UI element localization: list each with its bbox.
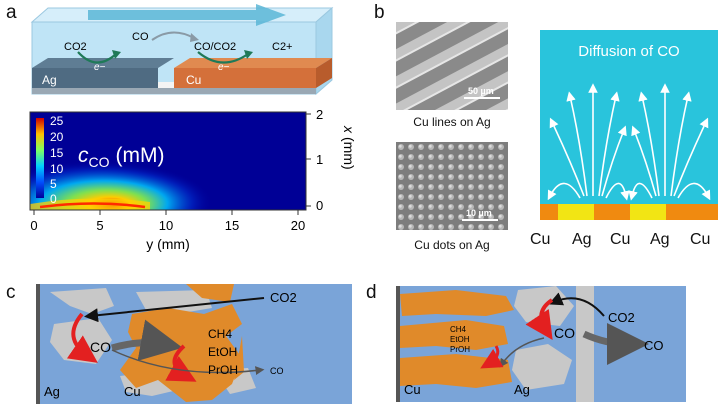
d-co-out: CO <box>644 338 664 353</box>
species-co-co2: CO/CO2 <box>194 41 236 53</box>
strip-label-cu-1: Cu <box>530 231 551 248</box>
y-tick-0: 0 <box>316 198 323 213</box>
diffusion-diagram: Diffusion of CO <box>540 30 718 220</box>
strip-cu-1 <box>540 204 558 220</box>
c-product-proh: PrOH <box>208 363 238 377</box>
x-tick-10: 10 <box>159 218 173 233</box>
sem-dots-image: 10 µm <box>396 142 508 230</box>
cbar-tick-25: 25 <box>50 114 64 128</box>
cbar-tick-5: 5 <box>50 177 57 191</box>
strip-cu-3 <box>666 204 718 220</box>
d-product-ch4: CH4 <box>450 325 467 334</box>
d-co2: CO2 <box>608 310 635 325</box>
sem-top-caption: Cu lines on Ag <box>413 115 491 129</box>
x-tick-15: 15 <box>225 218 239 233</box>
electron-label-2: e− <box>218 62 230 73</box>
strip-label-ag-2: Ag <box>650 231 670 248</box>
cbar-tick-15: 15 <box>50 146 64 160</box>
cu-slab <box>174 68 316 88</box>
y-tick-1: 1 <box>316 152 323 167</box>
cu-label: Cu <box>186 73 201 87</box>
panel-a-schematic: CO2 CO CO/CO2 C2+ e− e− Ag Cu <box>30 4 334 96</box>
panel-c-diagram: CO2 CO CH4 EtOH PrOH CO Ag Cu <box>36 284 352 404</box>
sem-top-scale: 50 µm <box>468 86 494 96</box>
c-ag-label: Ag <box>44 384 60 399</box>
d-product-etoh: EtOH <box>450 335 470 344</box>
sem-bottom-caption: Cu dots on Ag <box>414 238 490 252</box>
flow-arrow <box>88 4 286 26</box>
strip-label-ag-1: Ag <box>572 231 592 248</box>
sem-lines-image: 50 µm <box>396 22 508 110</box>
cbar-tick-20: 20 <box>50 130 64 144</box>
panel-label-d: d <box>366 282 377 303</box>
species-co: CO <box>132 31 149 43</box>
d-ag-label: Ag <box>514 382 530 397</box>
y-axis-label: x(mm) <box>341 125 357 170</box>
panel-label-c: c <box>6 282 16 303</box>
x-tick-0: 0 <box>30 218 37 233</box>
species-co2: CO2 <box>64 41 87 53</box>
c-cu-label: Cu <box>124 384 141 399</box>
colorbar <box>36 118 44 198</box>
panel-a-heatmap: 25 20 15 10 5 0 cCO(mM) 2 1 0 x(mm) 0 5 … <box>29 107 357 252</box>
cbar-tick-0: 0 <box>50 192 57 206</box>
c-product-etoh: EtOH <box>208 345 237 359</box>
panel-label-b: b <box>374 2 385 23</box>
ag-label: Ag <box>42 73 57 87</box>
x-axis-label: y (mm) <box>146 236 190 252</box>
diffusion-title: Diffusion of CO <box>578 43 679 60</box>
species-c2plus: C2+ <box>272 41 293 53</box>
panel-d-diagram: CO2 CO CO CH4 EtOH PrOH Cu Ag <box>396 286 686 402</box>
ag-slab <box>32 68 158 88</box>
strip-ag-1 <box>558 204 594 220</box>
electron-label-1: e− <box>94 62 106 73</box>
c-co: CO <box>90 339 111 355</box>
cbar-tick-10: 10 <box>50 162 64 176</box>
x-tick-5: 5 <box>96 218 103 233</box>
x-tick-20: 20 <box>291 218 305 233</box>
colorbar-label: cCO(mM) <box>78 144 164 170</box>
strip-ag-2 <box>630 204 666 220</box>
c-co2: CO2 <box>270 290 297 305</box>
d-cu-label: Cu <box>404 382 421 397</box>
strip-cu-2 <box>594 204 630 220</box>
c-co-out: CO <box>270 366 284 376</box>
panel-label-a: a <box>6 2 17 23</box>
y-tick-2: 2 <box>316 107 323 122</box>
c-product-ch4: CH4 <box>208 327 232 341</box>
strip-label-cu-2: Cu <box>610 231 631 248</box>
sem-bottom-scale: 10 µm <box>466 208 492 218</box>
d-product-proh: PrOH <box>450 345 470 354</box>
d-co: CO <box>554 325 575 341</box>
strip-label-cu-3: Cu <box>690 231 711 248</box>
